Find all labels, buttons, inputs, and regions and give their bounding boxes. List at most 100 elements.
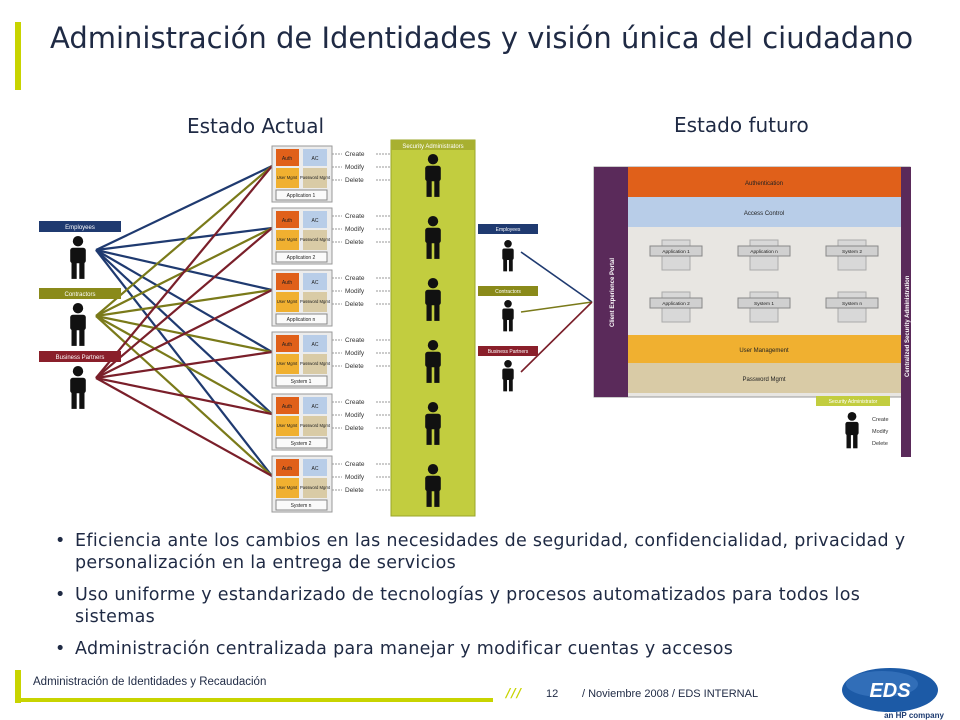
auth-label: Auth [282,466,293,472]
app-tile-label: System 2 [842,249,862,255]
group-business-partners: Business Partners [478,346,538,356]
action-label: Modify [345,226,365,233]
app-tile-label: Application 2 [662,301,690,307]
user-mgmt-label: User Mgmt [277,423,298,428]
person-icon [425,340,441,383]
app-name: System n [291,503,312,509]
person-icon [425,216,441,259]
auth-label: Auth [282,404,293,410]
auth-label: Auth [282,156,293,162]
title-accent-bar [15,22,21,90]
person-icon [502,300,514,332]
group-employees: Employees [478,224,538,234]
action-delete: Delete [872,441,888,447]
action-label: Create [345,213,365,220]
app-tile: System 2 [825,239,879,271]
connection-lines [520,251,593,373]
portal-sidebar [594,167,628,397]
left-heading: Estado Actual [187,114,325,138]
group-business-partners: Business Partners [39,351,121,362]
group-label: Employees [65,225,95,231]
password-mgmt-label: Password Mgmt [300,175,331,180]
ac-label: AC [312,404,319,410]
people-icons [70,236,86,409]
ac-label: AC [312,466,319,472]
password-mgmt-label: Password Mgmt [300,299,331,304]
person-icon [502,240,514,272]
action-label: Delete [345,239,364,246]
action-label: Create [345,151,365,158]
person-icon [502,360,514,392]
user-management-layer [628,335,901,363]
footer-title: Administración de Identidades y Recaudac… [33,676,267,688]
person-icon [425,402,441,445]
password-mgmt-label: Password Mgmt [300,485,331,490]
action-label: Modify [345,164,365,171]
auth-label: Auth [282,218,293,224]
admin-header: Security Administrators [402,144,463,150]
person-icon [70,366,86,409]
person-icon [70,303,86,346]
right-heading: Estado futuro [674,113,809,137]
action-label: Delete [345,487,364,494]
action-label: Delete [345,425,364,432]
action-modify: Modify [872,429,888,435]
group-contractors: Contractors [39,288,121,299]
footer-slashes: /// [506,686,523,700]
group-label: Business Partners [488,349,529,355]
central-label: Centralized Security Administration [905,275,911,377]
admin-people-icons [425,154,441,507]
password-mgmt-layer [628,363,901,393]
security-admin-header [816,396,890,406]
app-tile: Application n [737,239,791,271]
eds-logo: EDS an HP company [842,668,944,720]
group-label: Business Partners [56,355,105,361]
group-label: Employees [496,227,521,233]
footer-date: / Noviembre 2008 / EDS INTERNAL [582,688,759,700]
auth-label: Auth [282,342,293,348]
app-name: Application 1 [287,193,316,199]
bullet-item: Eficiencia ante los cambios en las neces… [55,530,925,574]
app-name: Application n [287,317,316,323]
app-tile-label: Application n [750,249,778,255]
password-mgmt-label: Password Mgmt [300,237,331,242]
action-label: Delete [345,177,364,184]
ac-label: AC [312,156,319,162]
password-mgmt-label: Password Mgmt [300,423,331,428]
access-control-layer [628,197,901,227]
person-icon [70,236,86,279]
auth-label: Auth [282,280,293,286]
app-name: System 1 [291,379,312,385]
action-label: Create [345,399,365,406]
person-icon [425,278,441,321]
authentication-label: Authentication [745,181,783,187]
portal-label: Client Experience Portal [610,258,616,327]
ac-label: AC [312,218,319,224]
app-tile: Application 2 [649,291,703,323]
user-mgmt-label: User Mgmt [277,299,298,304]
app-tile: System n [825,291,879,323]
app-tile-label: System n [842,301,862,307]
people-icons [502,240,514,392]
page-title: Administración de Identidades y visión ú… [50,21,914,55]
group-contractors: Contractors [478,286,538,296]
user-mgmt-label: User Mgmt [277,175,298,180]
action-label: Modify [345,288,365,295]
action-label: Create [345,337,365,344]
authentication-layer [628,167,901,197]
app-tile: System 1 [737,291,791,323]
admin-column [390,139,476,517]
app-tile-label: System 1 [754,301,774,307]
action-label: Delete [345,301,364,308]
action-label: Create [345,461,365,468]
footer-accent-bar [15,670,21,703]
app-name: Application 2 [287,255,316,261]
footer-accent-line [15,698,493,702]
app-name: System 2 [291,441,312,447]
app-tile-label: Application 1 [662,249,690,255]
